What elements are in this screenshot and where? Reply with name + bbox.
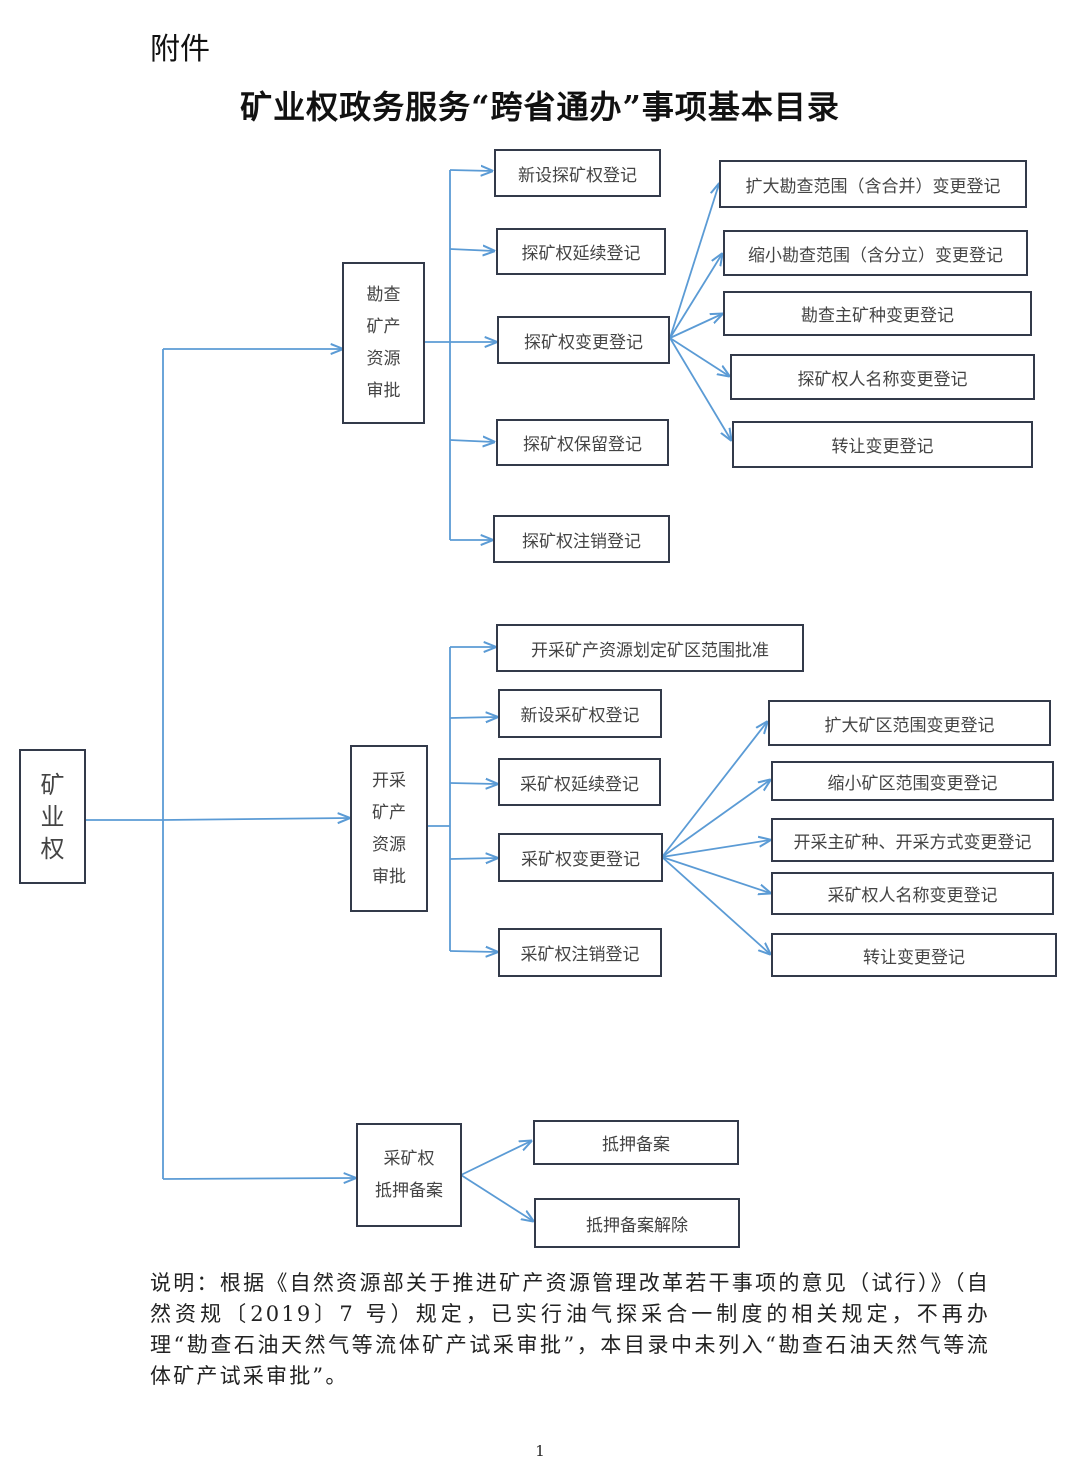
exploration-line-1: 勘查 <box>366 285 401 305</box>
mortgage-item-filing: 抵押备案 <box>533 1120 739 1165</box>
exploration-item-cancellation: 探矿权注销登记 <box>493 515 670 563</box>
exploration-line-3: 资源 <box>366 349 401 369</box>
root-line-1: 矿 <box>40 770 65 799</box>
exploration-item-change: 探矿权变更登记 <box>497 316 670 364</box>
exploration-change-reduce-scope: 缩小勘查范围（含分立）变更登记 <box>723 230 1028 276</box>
root-mining-rights-box: 矿 业 权 <box>19 749 86 884</box>
exploration-change-transfer: 转让变更登记 <box>732 421 1033 468</box>
mining-line-4: 审批 <box>372 866 406 887</box>
mining-item-cancellation: 采矿权注销登记 <box>498 928 662 977</box>
exploration-item-new-registration: 新设探矿权登记 <box>494 149 661 197</box>
exploration-approval-box: 勘查 矿产 资源 审批 <box>342 262 425 424</box>
exploration-item-retention: 探矿权保留登记 <box>496 419 669 466</box>
exploration-change-holder-name: 探矿权人名称变更登记 <box>730 354 1035 400</box>
root-line-2: 业 <box>40 802 65 831</box>
exploration-line-4: 审批 <box>366 381 401 401</box>
mining-change-transfer: 转让变更登记 <box>771 933 1057 977</box>
mining-line-1: 开采 <box>372 770 406 791</box>
mining-item-zone-approval: 开采矿产资源划定矿区范围批准 <box>496 624 804 672</box>
mortgage-line-1: 采矿权 <box>383 1149 435 1169</box>
exploration-line-2: 矿产 <box>366 317 401 337</box>
mining-change-holder-name: 采矿权人名称变更登记 <box>771 872 1054 915</box>
root-line-3: 权 <box>40 834 65 863</box>
explanatory-note: 说明：根据《自然资源部关于推进矿产资源管理改革若干事项的意见（试行）》（自然资规… <box>150 1271 990 1388</box>
mining-change-expand-zone: 扩大矿区范围变更登记 <box>768 700 1051 746</box>
page-title: 矿业权政务服务“跨省通办”事项基本目录 <box>240 88 840 126</box>
mortgage-line-2: 抵押备案 <box>375 1181 443 1201</box>
page-number: 1 <box>535 1442 545 1460</box>
mining-approval-box: 开采 矿产 资源 审批 <box>350 745 428 912</box>
mining-change-mineral-method: 开采主矿种、开采方式变更登记 <box>771 818 1054 862</box>
mining-change-reduce-zone: 缩小矿区范围变更登记 <box>771 761 1054 801</box>
attachment-label: 附件 <box>150 32 210 67</box>
mortgage-item-filing-release: 抵押备案解除 <box>534 1198 740 1248</box>
exploration-item-extension: 探矿权延续登记 <box>496 228 666 275</box>
mining-item-new-registration: 新设采矿权登记 <box>498 689 662 738</box>
exploration-change-main-mineral: 勘查主矿种变更登记 <box>723 291 1032 336</box>
mining-line-3: 资源 <box>372 834 406 855</box>
mining-item-change: 采矿权变更登记 <box>498 833 663 882</box>
mining-line-2: 矿产 <box>372 802 406 823</box>
exploration-change-expand-scope: 扩大勘查范围（含合并）变更登记 <box>719 160 1027 208</box>
mortgage-filing-box: 采矿权 抵押备案 <box>356 1123 462 1227</box>
mining-item-extension: 采矿权延续登记 <box>498 758 661 806</box>
